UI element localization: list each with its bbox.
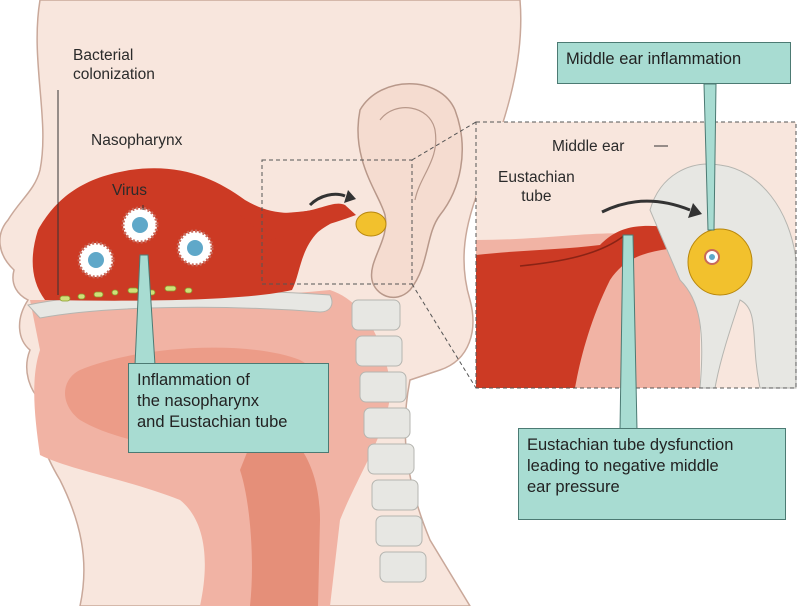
label-bacterial-colonization: Bacterial colonization [73,47,155,83]
zoom-line-top [411,121,477,161]
throat [240,420,320,606]
middle-ear-inflammation-pointer [703,83,717,231]
virus-icons [77,206,214,279]
callout-middle-ear-inflammation: Middle ear inflammation [557,42,791,84]
label-nasopharynx: Nasopharynx [91,132,183,149]
label-middle-ear: Middle ear [552,138,625,155]
label-eustachian-tube: Eustachian tube [498,169,575,205]
tube-arrow-small-head [344,190,356,203]
ear-inner-fold [379,107,437,201]
tube-arrow-small [308,192,346,207]
zoom-line-bottom [411,283,477,389]
zoom-box-small [261,159,413,285]
label-virus: Virus [112,182,148,199]
zoomed-inset [476,122,797,389]
cervical-spine [351,299,427,583]
callout-eustachian-dysfunction: Eustachian tube dysfunction leading to n… [518,428,786,520]
callout-inflammation-nasopharynx: Inflammation of the nasopharynx and Eust… [128,363,329,453]
eustachian-tube [240,205,356,240]
middle-ear-small [355,211,387,237]
